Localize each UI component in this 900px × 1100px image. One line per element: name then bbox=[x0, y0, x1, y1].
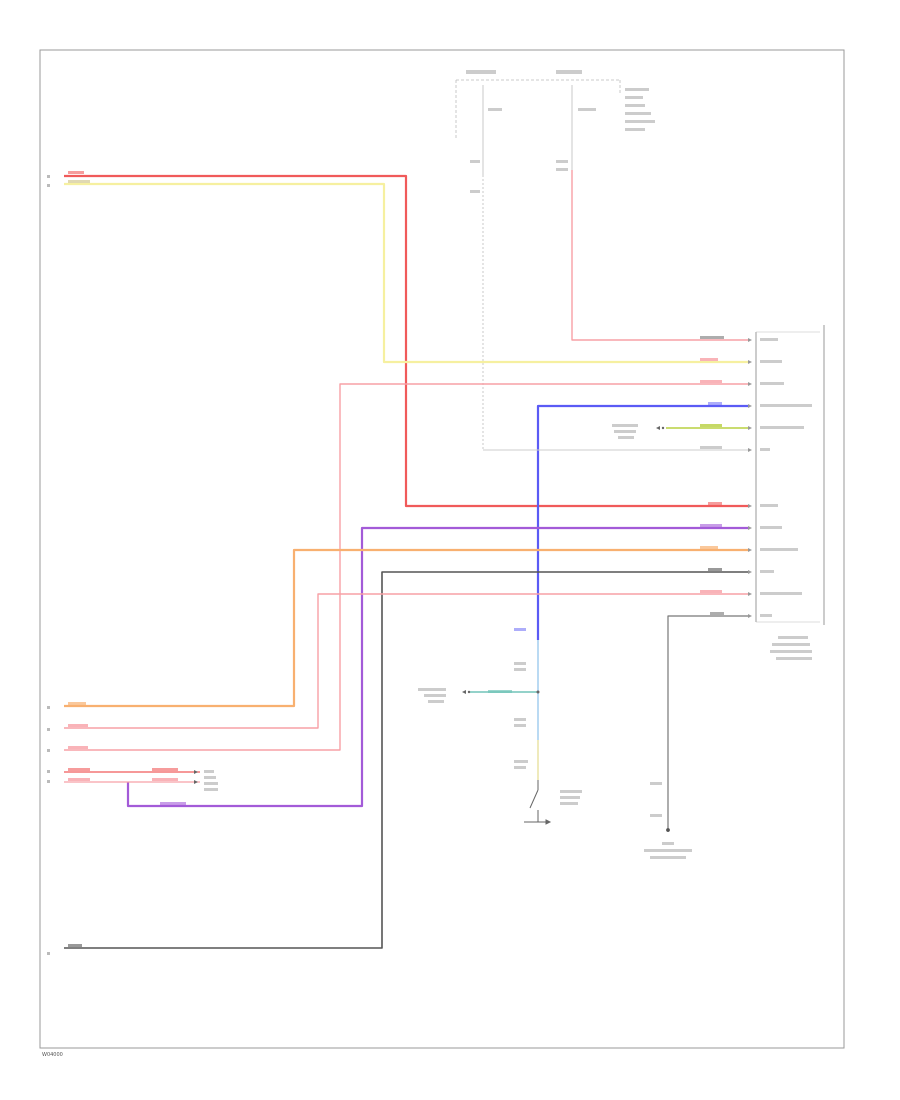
wire-labels bbox=[68, 171, 724, 947]
splice-points bbox=[536, 690, 540, 694]
ground-symbol bbox=[666, 826, 670, 832]
sub-device-left bbox=[418, 688, 471, 703]
wire-pink-3 bbox=[64, 593, 748, 729]
wire-gray bbox=[64, 571, 748, 949]
switch-label bbox=[560, 790, 582, 805]
wire-red-1 bbox=[64, 174, 748, 508]
ground-switch bbox=[524, 780, 552, 825]
wire-orange bbox=[64, 548, 748, 708]
left-terminals bbox=[47, 175, 50, 955]
wire-pink-2 bbox=[64, 383, 748, 751]
lamp-connector bbox=[194, 770, 218, 791]
sub-device-label bbox=[612, 424, 665, 439]
control-module bbox=[748, 325, 825, 660]
wire-purple bbox=[126, 526, 748, 808]
wire-blue bbox=[536, 404, 748, 640]
fuse-box bbox=[455, 79, 621, 450]
ground-label bbox=[644, 842, 692, 859]
wire-yellow bbox=[64, 182, 748, 364]
fuse-box-labels bbox=[466, 70, 655, 193]
diagram-frame bbox=[39, 49, 845, 1049]
diagram-footer-code: W04000 bbox=[42, 1052, 63, 1058]
wire-ground bbox=[667, 615, 748, 826]
wire-pink-fuse bbox=[571, 170, 748, 341]
